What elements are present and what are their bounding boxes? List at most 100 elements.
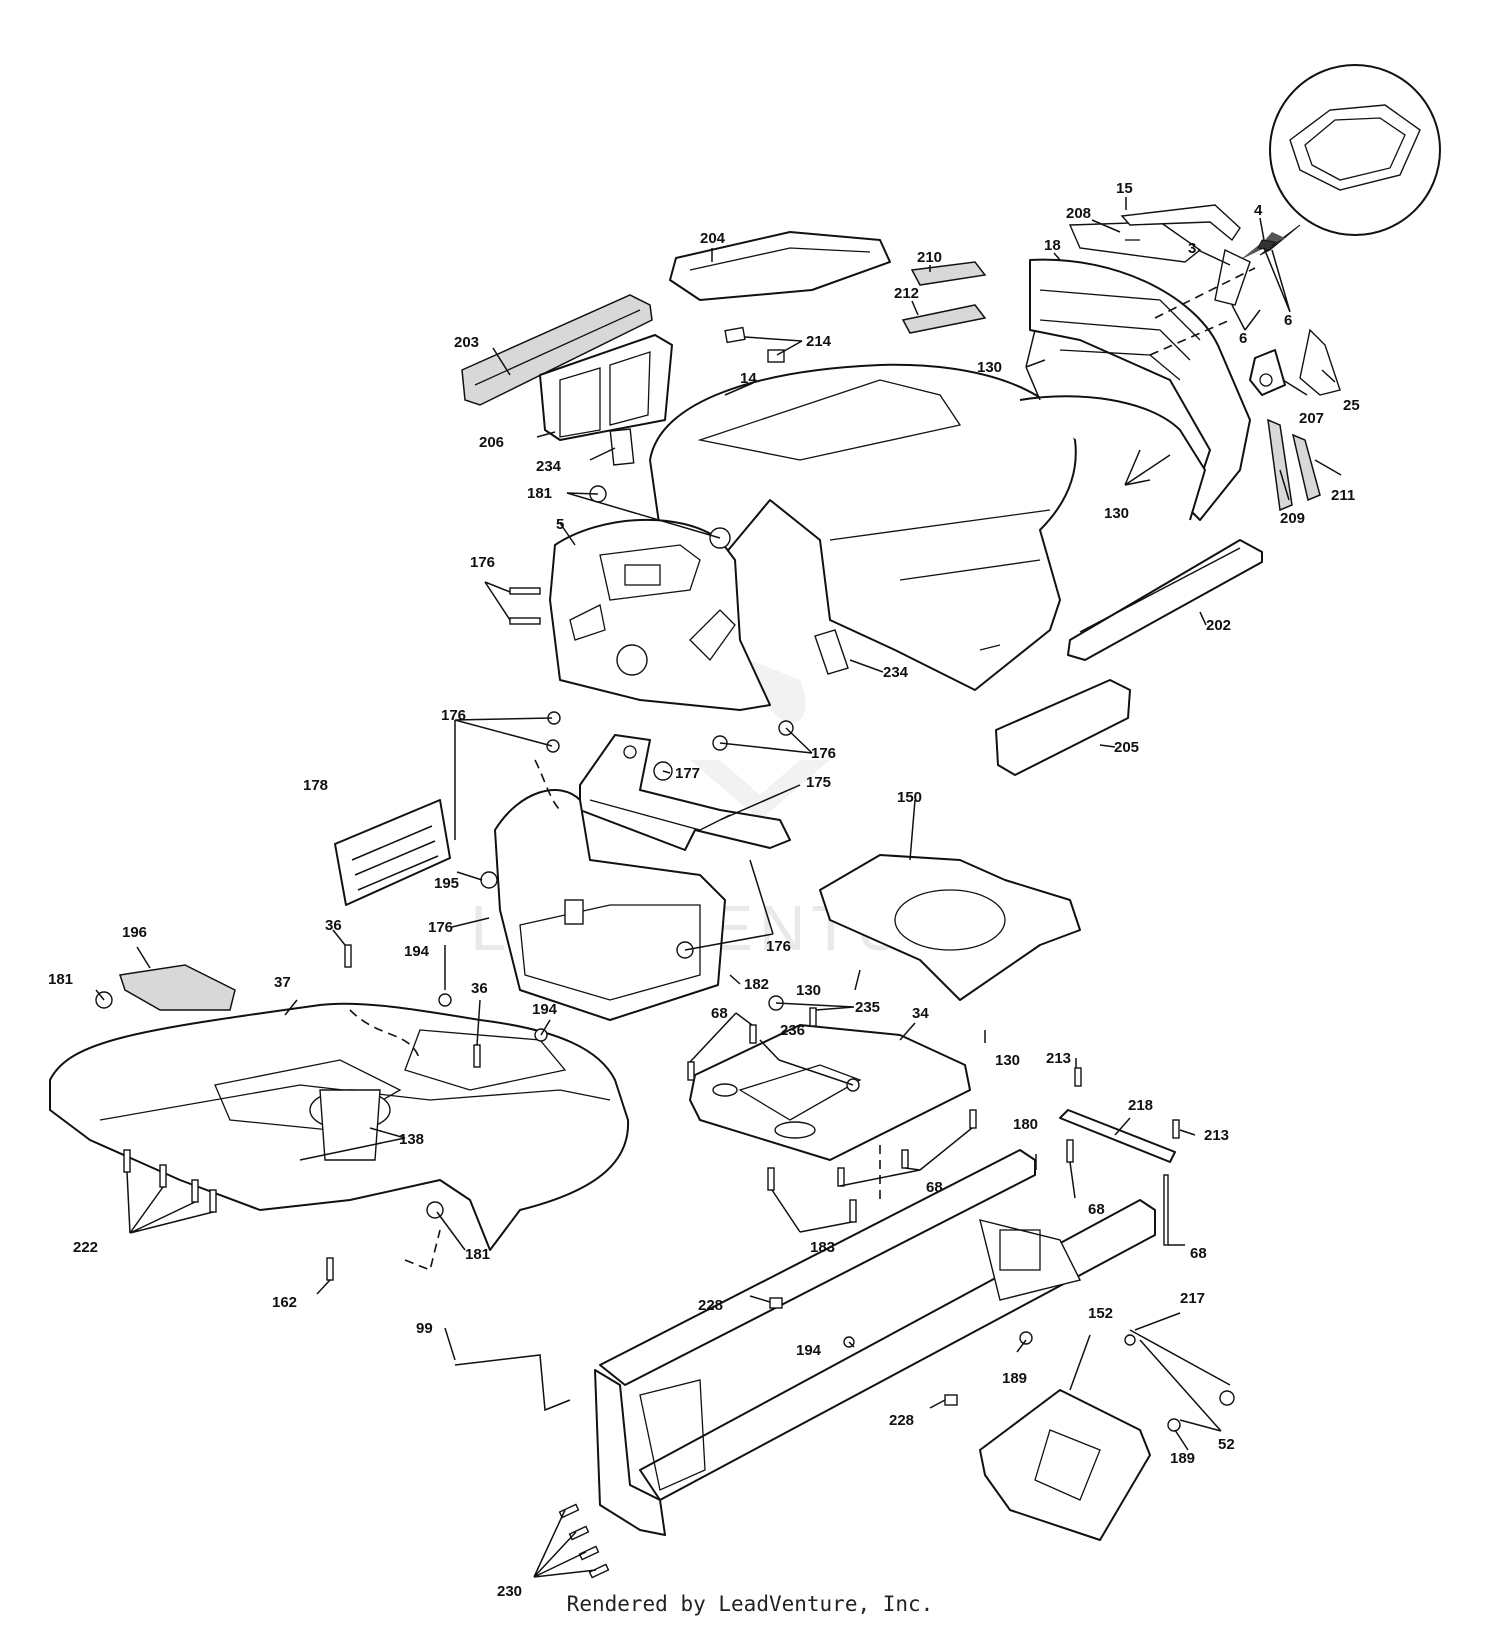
- callout-222: 222: [73, 1239, 98, 1256]
- callout-3: 3: [1188, 240, 1196, 257]
- side-panel-18: [1019, 258, 1251, 521]
- dash-panel-5: [549, 518, 771, 711]
- callout-162: 162: [272, 1294, 297, 1311]
- callout-175: 175: [806, 774, 831, 791]
- callout-236: 236: [780, 1022, 805, 1039]
- leader-lines: [95, 197, 1342, 1578]
- callout-234: 234: [883, 664, 909, 681]
- hood-14: [649, 363, 1077, 691]
- callout-214: 214: [806, 333, 832, 350]
- label-234-top: [609, 428, 635, 466]
- callout-180: 180: [1013, 1116, 1038, 1133]
- bracket-206: [539, 334, 673, 441]
- footer-credit: Rendered by LeadVenture, Inc.: [566, 1592, 934, 1616]
- callout-208: 208: [1066, 205, 1091, 222]
- callout-204: 204: [700, 230, 726, 247]
- callout-176: 176: [428, 919, 453, 936]
- callout-6: 6: [1239, 330, 1247, 347]
- grilles-209-211: [1267, 418, 1321, 512]
- callout-202: 202: [1206, 617, 1231, 634]
- label-234-mid: [814, 629, 849, 675]
- callout-213: 213: [1046, 1050, 1071, 1067]
- callout-5: 5: [556, 516, 564, 533]
- callout-130: 130: [995, 1052, 1020, 1069]
- callout-18: 18: [1044, 237, 1061, 254]
- callout-150: 150: [897, 789, 922, 806]
- lens-207: [1249, 349, 1286, 396]
- callout-181: 181: [48, 971, 73, 988]
- clips-214: [724, 326, 785, 363]
- fender-37: [49, 1002, 630, 1251]
- bracket-218: [1059, 1067, 1180, 1246]
- callout-212: 212: [894, 285, 919, 302]
- seat-stop-196: [119, 964, 236, 1011]
- callout-210: 210: [917, 249, 942, 266]
- callout-130: 130: [977, 359, 1002, 376]
- callout-211: 211: [1331, 487, 1355, 504]
- callout-176: 176: [811, 745, 836, 762]
- callout-36: 36: [471, 980, 488, 997]
- screws-4-6: [1257, 239, 1276, 251]
- rod-217: [1124, 1329, 1235, 1406]
- callout-14: 14: [740, 370, 757, 387]
- callout-189: 189: [1170, 1450, 1195, 1467]
- callout-207: 207: [1299, 410, 1324, 427]
- pod-182: [480, 789, 726, 1021]
- callout-218: 218: [1128, 1097, 1153, 1114]
- callout-195: 195: [434, 875, 459, 892]
- panel-15: [1120, 204, 1241, 242]
- callout-230: 230: [497, 1583, 522, 1600]
- detail-inset: [1240, 64, 1441, 260]
- assembly-lines: [349, 267, 1256, 1272]
- callout-4: 4: [1254, 202, 1263, 219]
- callout-34: 34: [912, 1005, 929, 1022]
- cover-152: [979, 1389, 1151, 1541]
- callout-138: 138: [399, 1131, 424, 1148]
- callout-130: 130: [796, 982, 821, 999]
- callout-182: 182: [744, 976, 769, 993]
- callout-217: 217: [1180, 1290, 1205, 1307]
- callout-68: 68: [926, 1179, 943, 1196]
- callout-209: 209: [1280, 510, 1305, 527]
- panel-208: [1068, 221, 1202, 263]
- callout-181: 181: [527, 485, 552, 502]
- callout-176: 176: [441, 707, 466, 724]
- cover-25: [1299, 328, 1341, 396]
- callout-183: 183: [810, 1239, 835, 1256]
- callout-205: 205: [1114, 739, 1139, 756]
- callout-labels: 15 208 18 3 4 6 6 204 210 212 214 203 13…: [48, 180, 1360, 1600]
- bracket-175: [579, 734, 791, 851]
- plate-34: [689, 1024, 971, 1161]
- callout-189: 189: [1002, 1370, 1027, 1387]
- callout-178: 178: [303, 777, 328, 794]
- callout-234: 234: [536, 458, 562, 475]
- callout-228: 228: [698, 1297, 723, 1314]
- callout-176: 176: [766, 938, 791, 955]
- callout-25: 25: [1343, 397, 1360, 414]
- callout-68: 68: [711, 1005, 728, 1022]
- callout-203: 203: [454, 334, 479, 351]
- callout-68: 68: [1088, 1201, 1105, 1218]
- callout-194: 194: [404, 943, 430, 960]
- bracket-3: [1214, 248, 1251, 306]
- frame-180: [594, 1149, 1156, 1536]
- callout-68: 68: [1190, 1245, 1207, 1262]
- hood-top-204: [669, 231, 891, 301]
- callout-181: 181: [465, 1246, 490, 1263]
- callout-99: 99: [416, 1320, 433, 1337]
- callout-235: 235: [855, 999, 880, 1016]
- callout-196: 196: [122, 924, 147, 941]
- grille-203: [461, 294, 653, 406]
- callout-176: 176: [470, 554, 495, 571]
- callout-130: 130: [1104, 505, 1129, 522]
- callout-213: 213: [1204, 1127, 1229, 1144]
- callout-36: 36: [325, 917, 342, 934]
- callout-152: 152: [1088, 1305, 1113, 1322]
- callout-177: 177: [675, 765, 700, 782]
- callout-15: 15: [1116, 180, 1133, 197]
- grille-panel-178: [334, 799, 451, 906]
- panel-205: [995, 679, 1131, 776]
- callout-194: 194: [532, 1001, 558, 1018]
- floor-pan-150: [819, 854, 1081, 1001]
